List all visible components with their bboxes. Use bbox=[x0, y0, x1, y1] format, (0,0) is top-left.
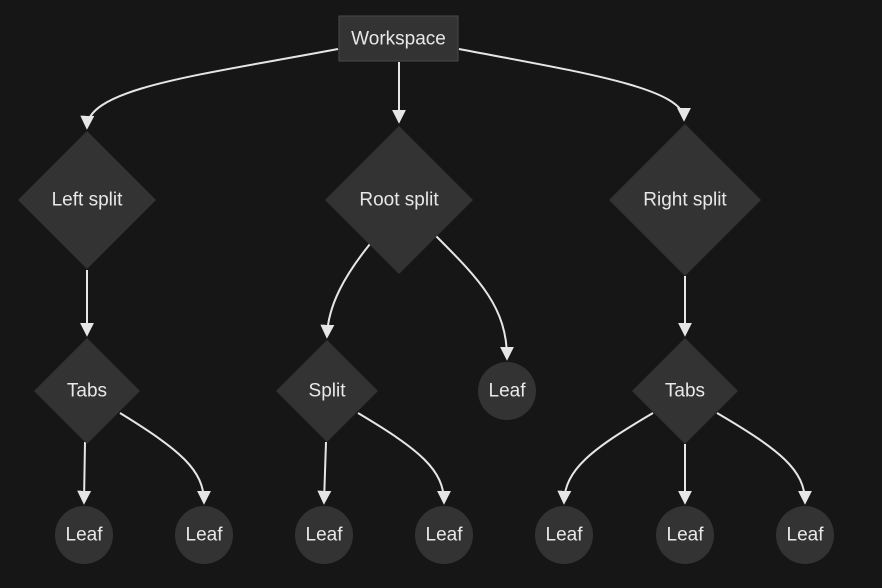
edge-root-split-leaf bbox=[435, 235, 514, 361]
node-leaf-6-label: Leaf bbox=[667, 525, 705, 546]
node-leaf-7[interactable]: Leaf bbox=[776, 506, 834, 564]
node-leaf-4[interactable]: Leaf bbox=[415, 506, 473, 564]
node-workspace-label: Workspace bbox=[351, 29, 446, 50]
node-leaf-5[interactable]: Leaf bbox=[535, 506, 593, 564]
node-split-label: Split bbox=[309, 381, 347, 402]
edges bbox=[77, 48, 812, 505]
node-left-tabs[interactable]: Tabs bbox=[34, 338, 140, 444]
nodes: Workspace Left split Root split Right sp… bbox=[18, 15, 834, 564]
node-right-split[interactable]: Right split bbox=[609, 124, 761, 276]
edge-root-split-split bbox=[320, 243, 371, 339]
node-root-split-label: Root split bbox=[359, 190, 439, 211]
node-leaf-2-label: Leaf bbox=[186, 525, 224, 546]
node-right-tabs-label: Tabs bbox=[665, 381, 705, 402]
node-left-tabs-label: Tabs bbox=[67, 381, 107, 402]
node-workspace[interactable]: Workspace bbox=[338, 15, 459, 62]
node-leaf-3-label: Leaf bbox=[306, 525, 344, 546]
node-root-split[interactable]: Root split bbox=[325, 126, 473, 274]
node-left-split-label: Left split bbox=[52, 190, 123, 211]
node-split[interactable]: Split bbox=[276, 340, 378, 442]
node-left-split[interactable]: Left split bbox=[18, 131, 156, 269]
edge-split-leaf-4 bbox=[357, 412, 451, 505]
node-root-leaf[interactable]: Leaf bbox=[478, 362, 536, 420]
node-leaf-1-label: Leaf bbox=[66, 525, 104, 546]
node-right-tabs[interactable]: Tabs bbox=[632, 338, 738, 444]
node-leaf-1[interactable]: Leaf bbox=[55, 506, 113, 564]
node-leaf-2[interactable]: Leaf bbox=[175, 506, 233, 564]
edge-workspace-right-split bbox=[458, 48, 691, 122]
node-root-leaf-label: Leaf bbox=[489, 381, 527, 402]
edge-right-tabs-leaf-5 bbox=[557, 412, 654, 505]
edge-left-tabs-leaf-1 bbox=[77, 441, 92, 505]
node-leaf-5-label: Leaf bbox=[546, 525, 584, 546]
edge-workspace-left-split bbox=[80, 48, 339, 130]
node-leaf-6[interactable]: Leaf bbox=[656, 506, 714, 564]
edge-split-leaf-3 bbox=[317, 441, 332, 505]
edge-right-tabs-leaf-7 bbox=[716, 412, 812, 505]
node-leaf-7-label: Leaf bbox=[787, 525, 825, 546]
node-leaf-3[interactable]: Leaf bbox=[295, 506, 353, 564]
node-leaf-4-label: Leaf bbox=[426, 525, 464, 546]
edge-left-tabs-leaf-2 bbox=[119, 412, 211, 505]
node-right-split-label: Right split bbox=[643, 190, 727, 211]
